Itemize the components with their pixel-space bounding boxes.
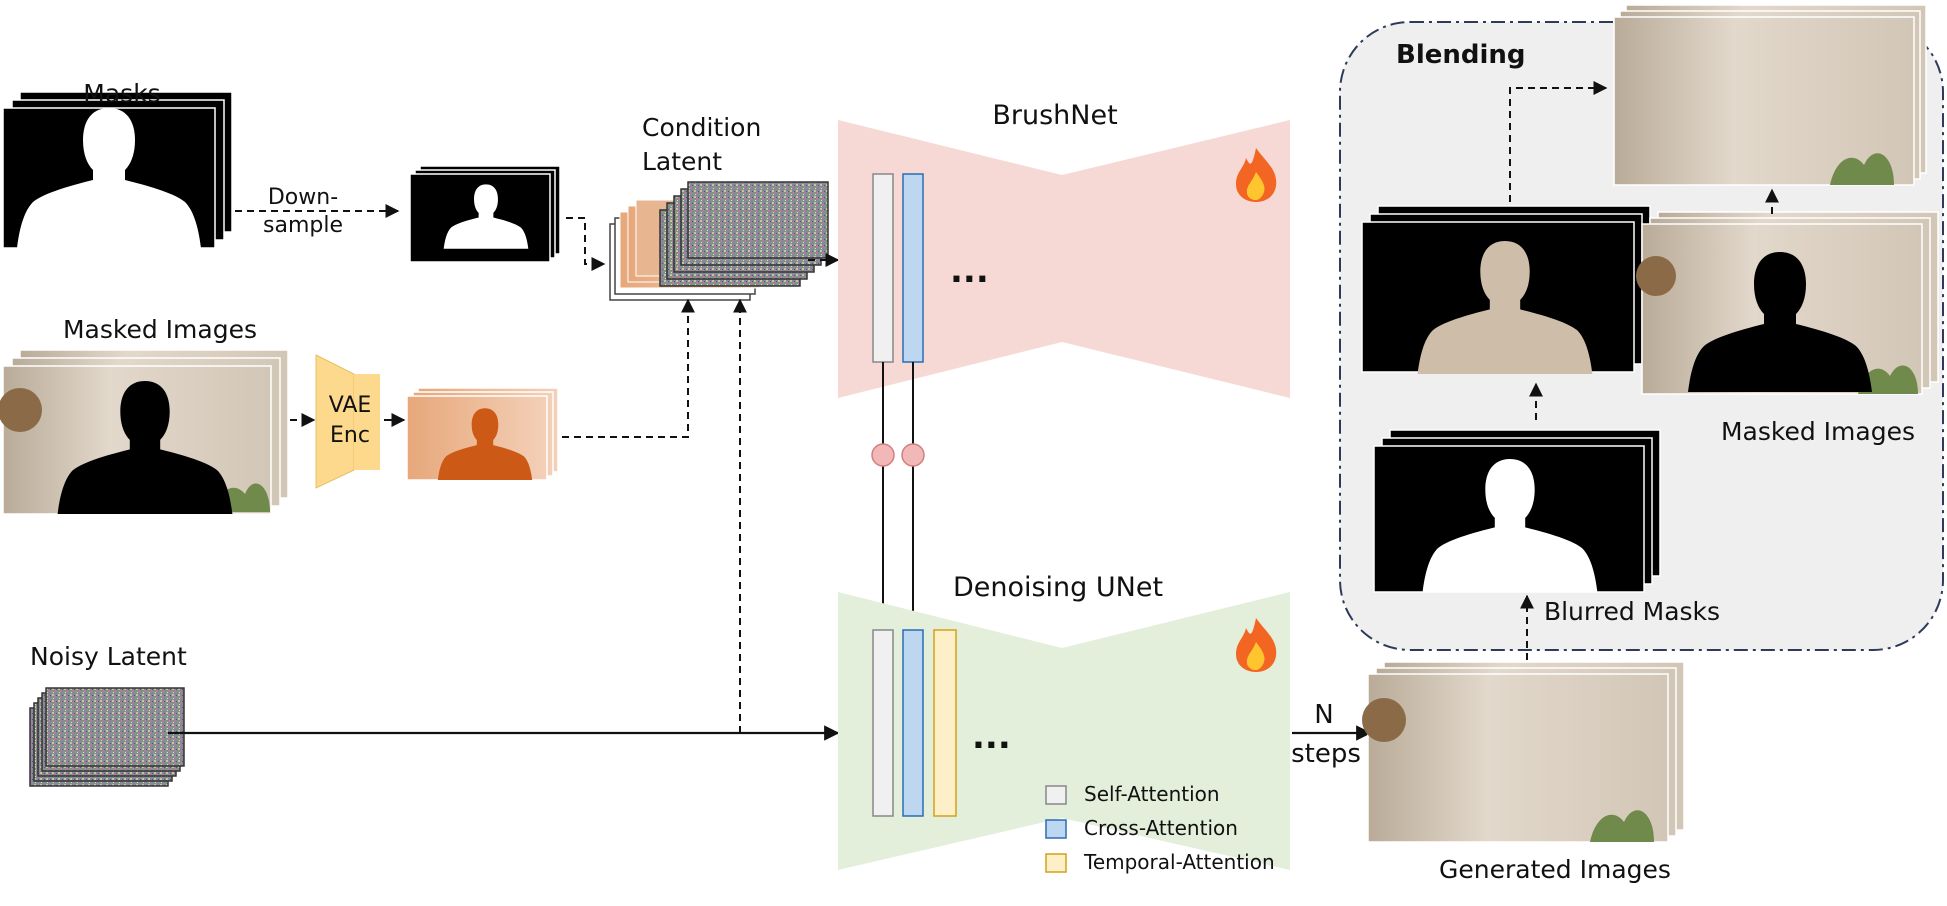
foreground-masked-stack — [1361, 205, 1651, 374]
masks-label: Masks — [83, 79, 160, 108]
legend-label-self: Self-Attention — [1084, 782, 1220, 806]
encoded-latent-stack — [406, 387, 559, 481]
n-steps-label-2: steps — [1291, 739, 1361, 769]
unet-label: Denoising UNet — [953, 572, 1163, 603]
fire-icon — [1236, 618, 1277, 672]
noisy-latent-stack — [29, 687, 185, 787]
downsampled-mask-stack — [409, 165, 561, 263]
condition-latent-stack — [609, 181, 829, 301]
zero-conv-node-1 — [871, 443, 895, 467]
legend-label-temporal: Temporal-Attention — [1083, 850, 1275, 874]
masked-images-right-label: Masked Images — [1721, 417, 1915, 446]
vae-encoder — [315, 354, 380, 489]
vae-label-2: Enc — [330, 423, 370, 448]
blurred-masks-label: Blurred Masks — [1544, 597, 1720, 626]
legend: Self-Attention Cross-Attention Temporal-… — [1045, 782, 1275, 874]
unet-ellipsis: ... — [972, 717, 1011, 757]
blending-label: Blending — [1396, 40, 1526, 70]
downsample-label-2: sample — [263, 213, 343, 238]
legend-swatch-cross — [1045, 819, 1067, 839]
masked-images-left-stack — [0, 349, 289, 515]
n-steps-label-1: N — [1314, 700, 1333, 730]
legend-label-cross: Cross-Attention — [1084, 816, 1238, 840]
unet-self-attention-block — [872, 629, 894, 817]
blurred-masks-stack — [1373, 429, 1661, 593]
masks-stack — [2, 91, 233, 249]
brushnet-ellipsis: ... — [950, 251, 989, 291]
brushnet-cross-attention-block — [902, 173, 924, 363]
foreground-to-output-arrow — [1509, 81, 1608, 202]
brushnet-self-attention-block — [872, 173, 894, 363]
generated-images-stack — [1362, 661, 1685, 843]
unet-temporal-attention-block — [933, 629, 957, 817]
brushnet-shape — [838, 120, 1290, 398]
legend-swatch-temporal — [1045, 853, 1067, 873]
generated-images-label: Generated Images — [1439, 855, 1671, 884]
unet-cross-attention-block — [902, 629, 924, 817]
mask-to-condition-arrow — [566, 217, 606, 271]
latent-to-condition-arrow — [562, 298, 695, 438]
masked-images-right-stack — [1636, 211, 1939, 395]
condition-latent-label-1: Condition — [642, 113, 761, 142]
fire-icon — [1236, 148, 1277, 202]
condition-latent-label-2: Latent — [642, 147, 722, 176]
legend-swatch-self — [1045, 785, 1067, 805]
downsample-label-1: Down- — [268, 185, 338, 210]
vae-label-1: VAE — [329, 393, 372, 418]
zero-conv-node-2 — [901, 443, 925, 467]
brushnet-label: BrushNet — [992, 100, 1117, 131]
noisy-latent-label: Noisy Latent — [30, 642, 187, 671]
blended-output-stack — [1613, 4, 1927, 186]
masked-images-left-label: Masked Images — [63, 315, 257, 344]
